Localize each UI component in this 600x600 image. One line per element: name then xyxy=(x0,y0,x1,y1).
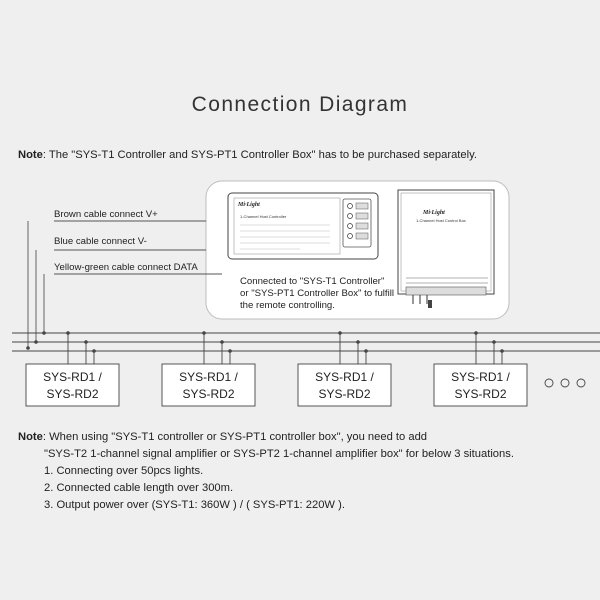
device-box-sys-rd: SYS-RD1 / SYS-RD2 xyxy=(297,363,392,407)
device-label-line-2: SYS-RD2 xyxy=(318,387,370,401)
controller-brand: Mi·Light xyxy=(237,202,260,208)
box-name: 1-Channel Host Control Box xyxy=(416,218,466,223)
junction-dot xyxy=(202,331,206,335)
junction-dot xyxy=(356,340,360,344)
junction-dot xyxy=(228,349,232,353)
junction-dot xyxy=(492,340,496,344)
bottom-notes: Note: When using "SYS-T1 controller or S… xyxy=(18,429,514,514)
top-note: Note: The "SYS-T1 Controller and SYS-PT1… xyxy=(18,149,477,161)
device-label-line-2: SYS-RD2 xyxy=(182,387,234,401)
terminal-icon xyxy=(347,203,353,209)
page-title: Connection Diagram xyxy=(191,93,409,116)
note-label: Note xyxy=(18,431,43,443)
controller-note-line-3: the remote controlling. xyxy=(240,300,335,311)
junction-dot xyxy=(474,331,478,335)
cable-label-brown: Brown cable connect V+ xyxy=(54,209,158,220)
junction-dot xyxy=(84,340,88,344)
note-line-1: : When using "SYS-T1 controller or SYS-P… xyxy=(42,431,428,443)
note-label: Note xyxy=(18,149,43,161)
device-box-sys-rd: SYS-RD1 / SYS-RD2 xyxy=(25,363,120,407)
device-label-line-1: SYS-RD1 / xyxy=(451,370,510,384)
continuation-dot-icon xyxy=(544,378,554,388)
note-item-1: 1. Connecting over 50pcs lights. xyxy=(44,465,204,477)
junction-dot xyxy=(66,331,70,335)
note-text: : The "SYS-T1 Controller and SYS-PT1 Con… xyxy=(42,149,477,161)
controller-name: 1-Channel Host Controller xyxy=(240,214,287,219)
device-box-sys-rd: SYS-RD1 / SYS-RD2 xyxy=(433,363,528,407)
terminal-icon xyxy=(347,223,353,229)
controller-note-line-1: Connected to "SYS-T1 Controller" xyxy=(240,276,384,287)
note-item-2: 2. Connected cable length over 300m. xyxy=(44,482,234,494)
continuation-dot-icon xyxy=(560,378,570,388)
junction-dot xyxy=(220,340,224,344)
sys-pt1-control-box: Mi·Light 1-Channel Host Control Box xyxy=(397,189,495,308)
device-label-line-2: SYS-RD2 xyxy=(46,387,98,401)
cable-label-blue: Blue cable connect V- xyxy=(54,236,147,247)
controller-note-line-2: or "SYS-PT1 Controller Box" to fulfill xyxy=(240,288,394,299)
device-label-line-1: SYS-RD1 / xyxy=(43,370,102,384)
junction-dot xyxy=(500,349,504,353)
note-line-2: "SYS-T2 1-channel signal amplifier or SY… xyxy=(44,448,514,460)
junction-dot xyxy=(338,331,342,335)
junction-dot xyxy=(364,349,368,353)
device-box-sys-rd: SYS-RD1 / SYS-RD2 xyxy=(161,363,256,407)
junction-dot xyxy=(92,349,96,353)
note-item-3: 3. Output power over (SYS-T1: 360W ) / (… xyxy=(44,499,345,511)
sys-t1-controller-device: Mi·Light 1-Channel Host Controller xyxy=(227,192,379,260)
box-brand: Mi·Light xyxy=(422,210,445,216)
device-label-line-1: SYS-RD1 / xyxy=(315,370,374,384)
device-drops xyxy=(66,331,504,364)
terminal-icon xyxy=(347,213,353,219)
terminal-icon xyxy=(347,233,353,239)
device-label-line-2: SYS-RD2 xyxy=(454,387,506,401)
cable-label-yellow-green: Yellow-green cable connect DATA xyxy=(54,262,198,273)
continuation-dot-icon xyxy=(576,378,586,388)
device-label-line-1: SYS-RD1 / xyxy=(179,370,238,384)
